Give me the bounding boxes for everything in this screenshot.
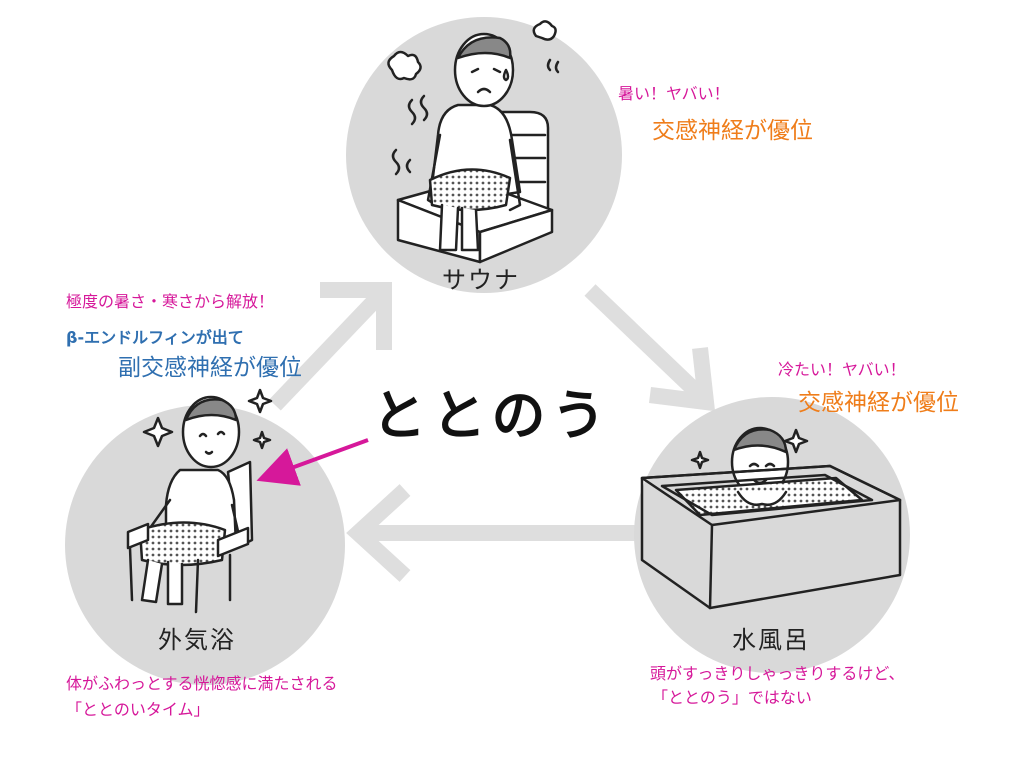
air-top-note-3: 副交感神経が優位 — [118, 355, 302, 381]
sauna-note-2: 交感神経が優位 — [652, 118, 813, 144]
pointer-arrow — [256, 438, 369, 486]
water-bottom-note-2: 「ととのう」ではない — [652, 688, 812, 707]
air-bottom-note-1: 体がふわっとする恍惚感に満たされる — [66, 674, 338, 693]
air-top-note-1: 極度の暑さ・寒さから解放！ — [66, 292, 275, 311]
arrow-sauna-to-water — [584, 284, 716, 412]
person-on-sauna-bench-icon — [387, 20, 560, 264]
sauna-label: サウナ — [442, 266, 520, 294]
sauna-note-1: 暑い！ヤバい！ — [618, 84, 730, 103]
water-bath-label: 水風呂 — [732, 626, 810, 654]
arrow-water-to-air — [346, 484, 635, 582]
air-bottom-note-2: 「ととのいタイム」 — [66, 700, 210, 719]
air-top-note-2: β-エンドルフィンが出て — [66, 328, 244, 347]
water-note-2: 交感神経が優位 — [798, 390, 959, 416]
water-bottom-note-1: 頭がすっきりしゃっきりするけど、 — [650, 664, 905, 683]
person-in-chair-icon — [126, 388, 273, 614]
center-title: ととのう — [372, 384, 612, 447]
water-note-1: 冷たい！ヤバい！ — [778, 360, 906, 379]
person-in-cold-bath-icon — [640, 426, 902, 610]
arrow-air-to-sauna — [269, 282, 392, 411]
air-bath-label: 外気浴 — [158, 626, 236, 654]
